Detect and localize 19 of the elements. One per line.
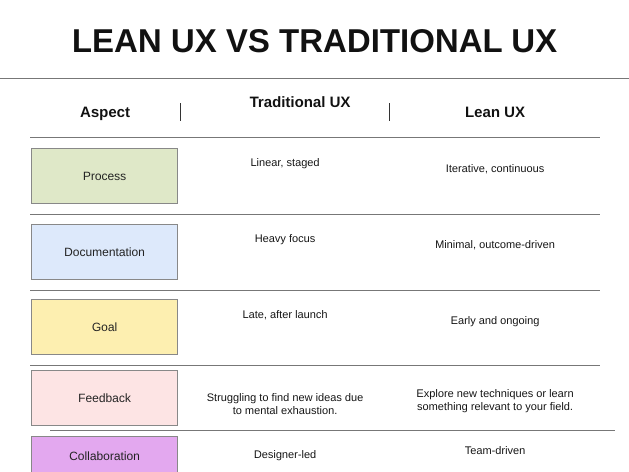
- table-cell-text: Minimal, outcome-driven: [434, 239, 556, 252]
- table-cell-text: Team-driven: [464, 445, 526, 458]
- table-cell-text: Heavy focus: [254, 233, 316, 246]
- aspect-box: Collaboration: [31, 436, 178, 472]
- aspect-box: Feedback: [31, 370, 178, 426]
- column-header: Lean UX: [464, 104, 526, 121]
- column-header: Aspect: [78, 104, 132, 121]
- aspect-box: Process: [31, 148, 178, 204]
- table-cell-text: Late, after launch: [241, 309, 328, 322]
- table-cell-text: Explore new techniques or learn something relevant to your field.: [415, 388, 575, 414]
- table-cell-text: Linear, staged: [249, 157, 321, 170]
- table-cell-text: Struggling to find new ideas due to mental exhaustion.: [206, 392, 364, 418]
- table-cell-text: Iterative, continuous: [444, 163, 546, 176]
- table-cell-text: Early and ongoing: [450, 315, 540, 328]
- column-header: Traditional UX: [248, 94, 352, 111]
- aspect-box: Goal: [31, 299, 178, 355]
- table-cell-text: Designer-led: [252, 449, 318, 462]
- title: LEAN UX VS TRADITIONAL UX: [70, 22, 558, 60]
- aspect-box: Documentation: [31, 224, 178, 280]
